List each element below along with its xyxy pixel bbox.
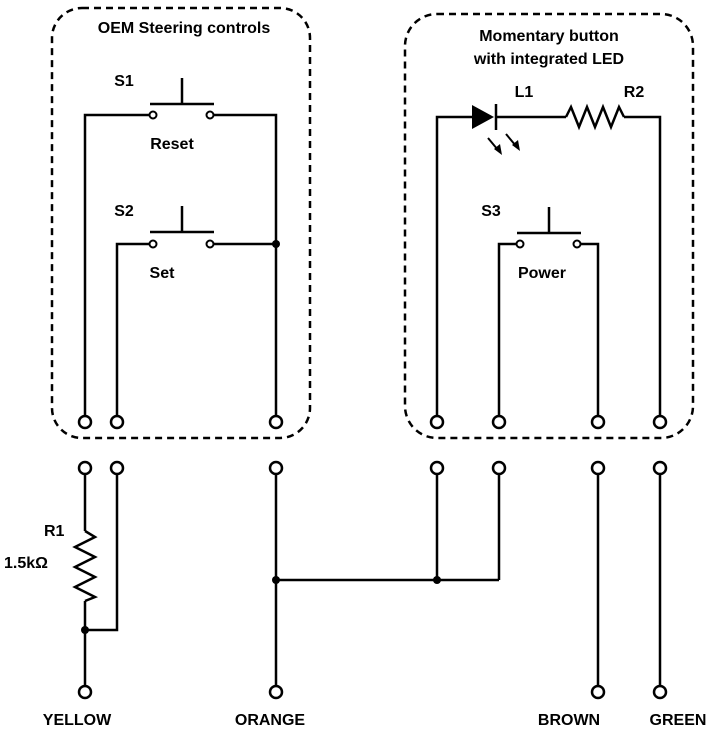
oem-terminal <box>109 414 125 430</box>
brown-terminal <box>590 684 606 700</box>
momentary-title-backdrop <box>447 20 655 70</box>
s2-set-switch: S2 Set <box>114 203 215 282</box>
connector-terminal <box>77 460 93 476</box>
oem-group-title: OEM Steering controls <box>98 20 271 37</box>
momentary-terminal <box>429 414 445 430</box>
momentary-group-title-line1: Momentary button <box>479 28 619 45</box>
brown-wire-label: BROWN <box>538 712 600 729</box>
oem-steering-controls-group: OEM Steering controls S1 Reset S2 Set <box>50 6 312 440</box>
connector-terminal <box>109 460 125 476</box>
orange-terminal <box>268 684 284 700</box>
l1-designator: L1 <box>515 84 534 101</box>
connector-terminal <box>590 460 606 476</box>
r1-resistor: R1 1.5kΩ <box>4 475 119 686</box>
connector-terminal <box>652 460 668 476</box>
orange-wire <box>272 475 501 686</box>
connector-terminal <box>491 460 507 476</box>
oem-terminal <box>268 414 284 430</box>
momentary-terminal <box>590 414 606 430</box>
yellow-wire-label: YELLOW <box>43 712 112 729</box>
s1-label: Reset <box>150 136 194 153</box>
oem-group-boundary <box>50 6 312 440</box>
s2-label: Set <box>150 265 176 282</box>
oem-title-backdrop <box>72 12 296 38</box>
r2-resistor: R2 <box>564 84 645 131</box>
oem-junction-dot <box>272 240 280 248</box>
r1-junction-dot <box>81 626 89 634</box>
oem-terminal <box>77 414 93 430</box>
r1-designator: R1 <box>44 523 65 540</box>
momentary-internal-wiring <box>435 115 662 415</box>
external-wiring: R1 1.5kΩ YELLOW ORANGE BROWN GREEN <box>4 460 707 729</box>
connector-terminal <box>268 460 284 476</box>
green-terminal <box>652 684 668 700</box>
momentary-group-title-line2: with integrated LED <box>473 51 624 68</box>
l1-led: L1 <box>472 84 533 155</box>
s1-designator: S1 <box>114 73 134 90</box>
orange-wire-label: ORANGE <box>235 712 306 729</box>
momentary-group-boundary <box>403 12 695 440</box>
orange-junction-dot <box>272 576 280 584</box>
connector-terminal <box>429 460 445 476</box>
oem-internal-wiring <box>83 113 280 415</box>
s1-reset-switch: S1 Reset <box>114 73 215 153</box>
momentary-button-group: Momentary button with integrated LED L1 … <box>403 12 695 440</box>
orange-junction-dot <box>433 576 441 584</box>
s3-label: Power <box>518 265 566 282</box>
s3-power-switch: S3 Power <box>481 203 582 282</box>
r1-value: 1.5kΩ <box>4 555 48 572</box>
momentary-terminal <box>491 414 507 430</box>
s2-designator: S2 <box>114 203 134 220</box>
momentary-terminal <box>652 414 668 430</box>
green-wire-label: GREEN <box>650 712 707 729</box>
r2-designator: R2 <box>624 84 645 101</box>
yellow-terminal <box>77 684 93 700</box>
s3-designator: S3 <box>481 203 501 220</box>
